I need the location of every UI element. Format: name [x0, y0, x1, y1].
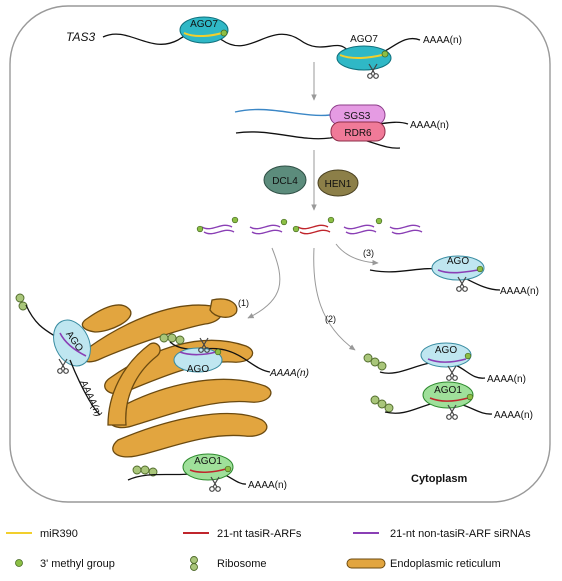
mir390-strand: [339, 54, 383, 59]
pathway-2-arrow: [313, 247, 356, 351]
legend-ribosome-swatch: [190, 556, 198, 571]
gene-label: TAS3: [66, 30, 95, 44]
legend-label: 21-nt tasiR-ARFs: [217, 528, 302, 540]
ago1-complex: AGO1: [422, 381, 474, 420]
polya-tail: AAAA(n): [269, 368, 309, 379]
ago7-label: AGO7: [190, 19, 218, 30]
dcl4-protein: DCL4: [263, 165, 307, 195]
polya-tail: AAAA(n): [410, 120, 449, 131]
sirna-duplex: [343, 217, 383, 235]
polya-tail: AAAA(n): [494, 410, 533, 421]
mir390-strand: [183, 32, 223, 37]
ago-complex: AGO: [420, 342, 472, 381]
sense-strand: [234, 108, 331, 117]
rdr6-label: RDR6: [344, 128, 372, 139]
legend-label: 21-nt non-tasiR-ARF siRNAs: [390, 528, 531, 540]
pathway-1-label: (1): [238, 298, 249, 308]
ago-label: AGO: [187, 364, 209, 375]
ribosome-cluster: [159, 333, 185, 345]
sirna-duplex-row: [196, 216, 423, 235]
sgs3-label: SGS3: [344, 111, 371, 122]
ago-complex: AGO: [53, 319, 91, 374]
tasir-arf-duplex: [292, 216, 335, 235]
pathway-2-label: (2): [325, 314, 336, 324]
ribosome-cluster: [363, 353, 387, 371]
sirna-duplex: [249, 218, 288, 235]
ago1-label: AGO1: [194, 456, 222, 467]
polya-tail: AAAA(n): [423, 35, 462, 46]
ago7-complex-right: AGO7: [336, 34, 392, 79]
legend-er-swatch: [346, 558, 386, 569]
legend-label: 3' methyl group: [40, 558, 115, 570]
legend-label: Endoplasmic reticulum: [390, 558, 501, 570]
hen1-protein: HEN1: [317, 169, 359, 197]
antisense-strand: [235, 131, 401, 149]
ago1-complex: AGO1: [182, 453, 234, 492]
legend-label: miR390: [40, 528, 78, 540]
ago1-label: AGO1: [434, 385, 462, 396]
ago-label: AGO: [447, 256, 469, 267]
legend-methyl-swatch: [15, 559, 23, 567]
pathway-3-arrow: [335, 243, 379, 266]
target-mrna: [69, 359, 101, 416]
polya-tail: AAAA(n): [487, 374, 526, 385]
cell-boundary: [9, 5, 551, 503]
ago7-label: AGO7: [350, 34, 378, 45]
ago-complex: AGO: [173, 337, 223, 375]
sirna-duplex: [389, 224, 423, 235]
legend-label: Ribosome: [217, 558, 267, 570]
legend: miR390 21-nt tasiR-ARFs 21-nt non-tasiR-…: [6, 528, 531, 571]
sirna-duplex: [196, 216, 239, 235]
polya-tail: AAAA(n): [248, 480, 287, 491]
dcl4-label: DCL4: [272, 176, 298, 187]
ribosome-cluster: [370, 395, 394, 413]
polya-tail: AAAA(n): [500, 286, 539, 297]
ago7-complex-left: AGO7: [179, 16, 229, 44]
hen1-label: HEN1: [325, 179, 352, 190]
pathway-3-label: (3): [363, 248, 374, 258]
ago-label: AGO: [435, 345, 457, 356]
cytoplasm-label: Cytoplasm: [411, 473, 467, 485]
pathway-1-arrow: [247, 247, 281, 319]
ribosome-cluster: [132, 465, 158, 477]
ago-complex: AGO: [431, 255, 485, 292]
target-mrna: [169, 341, 271, 373]
rdr6-protein: RDR6: [330, 121, 386, 142]
